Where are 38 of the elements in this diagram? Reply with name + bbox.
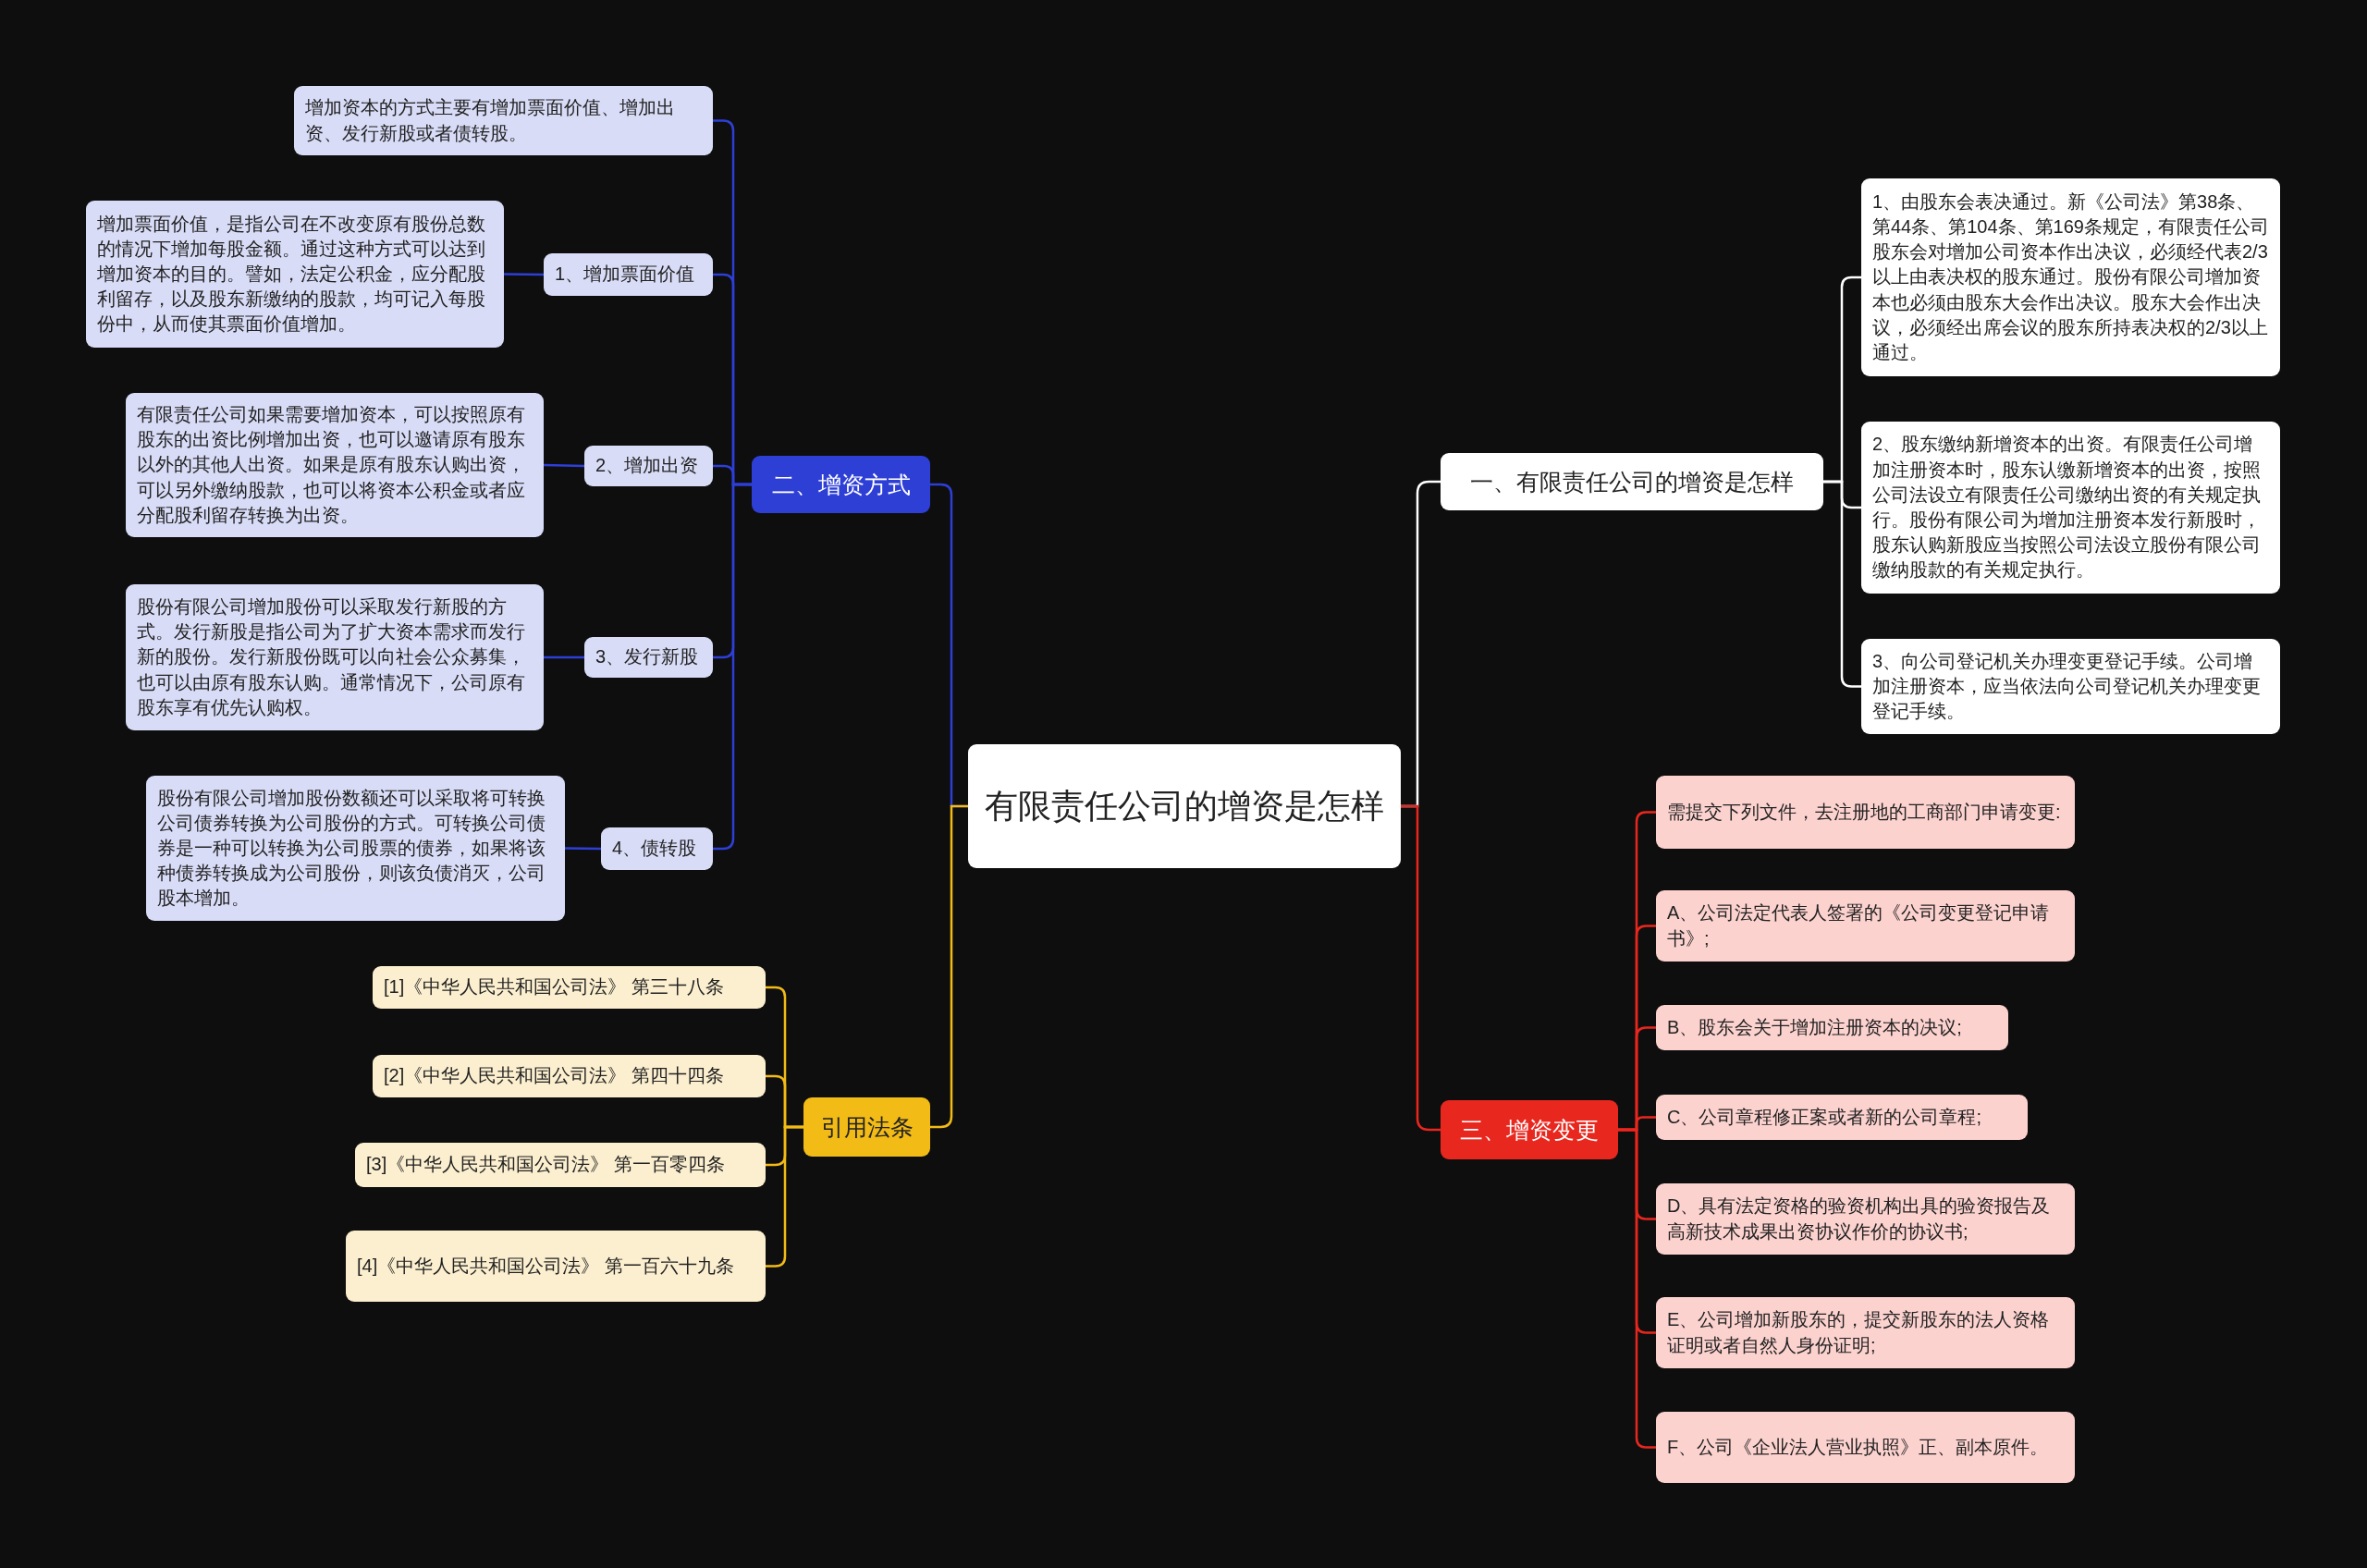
- topic-box: 增加票面价值，是指公司在不改变原有股份总数的情况下增加每股金额。通过这种方式可以达到增加资本的目的。譬如，法定公积金，应分配股利留存，以及股东新缴纳的股款，均可记入每股份中，从而使其票面价值增加。: [86, 201, 504, 348]
- connector: [544, 655, 584, 659]
- connector: [1401, 804, 1441, 1132]
- topic-box: 增加资本的方式主要有增加票面价值、增加出资、发行新股或者债转股。: [294, 86, 713, 155]
- connector: [565, 847, 601, 851]
- branch-topic-box: 二、增资方式: [752, 456, 930, 513]
- connector: [766, 1125, 803, 1268]
- connector: [1618, 1128, 1656, 1449]
- topic-box: F、公司《企业法人营业执照》正、副本原件。: [1656, 1412, 2075, 1483]
- branch-topic-box: 引用法条: [803, 1097, 930, 1157]
- topic-box: [4]《中华人民共和国公司法》 第一百六十九条: [346, 1231, 766, 1302]
- topic-box: 4、债转股: [601, 827, 713, 870]
- topic-box: 有限责任公司如果需要增加资本，可以按照原有股东的出资比例增加出资，也可以邀请原有股东以外的其他人出资。如果是原有股东认购出资，可以另外缴纳股款，也可以将资本公积金或者应分配股利留存转换为出资。: [126, 393, 544, 537]
- topic-box: E、公司增加新股东的，提交新股东的法人资格证明或者自然人身份证明;: [1656, 1297, 2075, 1368]
- topic-box: [3]《中华人民共和国公司法》 第一百零四条: [355, 1143, 766, 1187]
- central-topic-box: 有限责任公司的增资是怎样: [968, 744, 1401, 868]
- topic-box: [2]《中华人民共和国公司法》 第四十四条: [373, 1055, 766, 1097]
- topic-box: 股份有限公司增加股份数额还可以采取将可转换公司债券转换为公司股份的方式。可转换公司债券是一种可以转换为公司股票的债券，如果将该种债券转换成为公司股份，则该负债消灭，公司股本增加。: [146, 776, 565, 921]
- topic-box: 1、增加票面价值: [544, 253, 713, 296]
- topic-box: 3、发行新股: [584, 637, 713, 678]
- branch-topic-box: 一、有限责任公司的增资是怎样: [1441, 453, 1823, 510]
- topic-box: 3、向公司登记机关办理变更登记手续。公司增加注册资本，应当依法向公司登记机关办理变更登记手续。: [1861, 639, 2280, 734]
- branch-topic-box: 三、增资变更: [1441, 1100, 1618, 1159]
- topic-box: 需提交下列文件，去注册地的工商部门申请变更:: [1656, 776, 2075, 849]
- topic-box: B、股东会关于增加注册资本的决议;: [1656, 1005, 2008, 1050]
- topic-box: 股份有限公司增加股份可以采取发行新股的方式。发行新股是指公司为了扩大资本需求而发行新的股份。发行新股份既可以向社会公众募集，也可以由原有股东认购。通常情况下，公司原有股东享有优先认购权。: [126, 584, 544, 730]
- topic-box: 2、股东缴纳新增资本的出资。有限责任公司增加注册资本时，股东认缴新增资本的出资，按照公司法设立有限责任公司缴纳出资的有关规定执行。股份有限公司为增加注册资本发行新股时，股东认购新股应当按照公司法设立股份有限公司缴纳股款的有关规定执行。: [1861, 422, 2280, 594]
- topic-box: 2、增加出资: [584, 446, 713, 486]
- connector: [543, 463, 585, 468]
- topic-box: C、公司章程修正案或者新的公司章程;: [1656, 1095, 2028, 1140]
- topic-box: A、公司法定代表人签署的《公司变更登记申请书》;: [1656, 890, 2075, 962]
- topic-box: D、具有法定资格的验资机构出具的验资报告及高新技术成果出资协议作价的协议书;: [1656, 1183, 2075, 1255]
- topic-box: 1、由股东会表决通过。新《公司法》第38条、第44条、第104条、第169条规定，有限责任公司股东会对增加公司资本作出决议，必须经代表2/3以上由表决权的股东通过。股份有限公司增加资本也必须由股东大会作出决议。股东大会作出决议，必须经出席会议的股东所持表决权的2/3以上通过。: [1861, 178, 2280, 376]
- connector: [713, 483, 752, 851]
- connector: [1823, 480, 1861, 688]
- connector: [504, 273, 544, 276]
- topic-box: [1]《中华人民共和国公司法》 第三十八条: [373, 966, 766, 1009]
- connector: [930, 804, 968, 1129]
